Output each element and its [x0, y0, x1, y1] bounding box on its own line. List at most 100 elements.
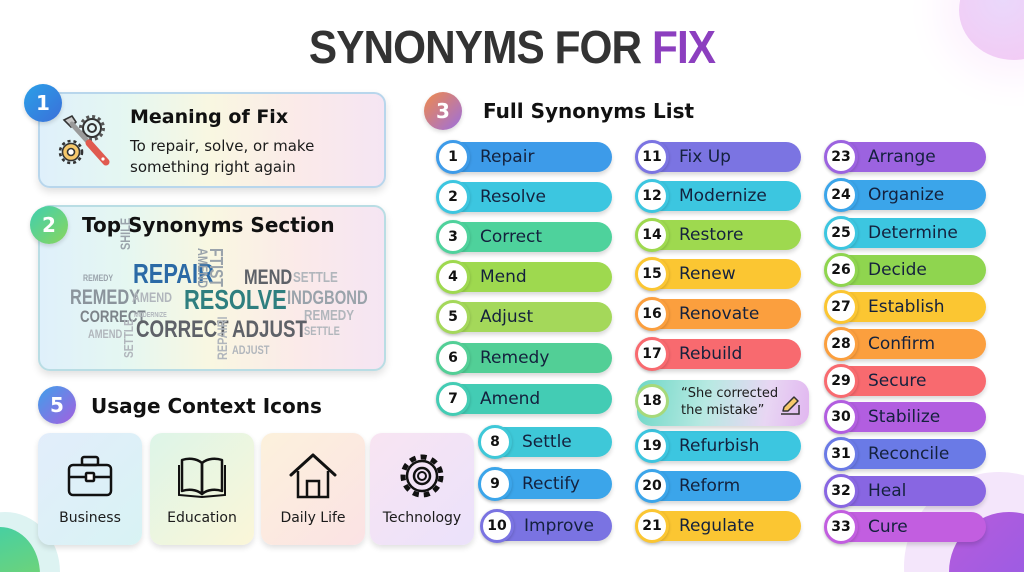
item-number: 28 — [824, 327, 858, 361]
title-accent: FIX — [652, 21, 716, 73]
context-card-technology[interactable]: Technology — [370, 433, 474, 545]
item-number: 21 — [635, 509, 669, 543]
synonym-word: Reconcile — [868, 444, 950, 464]
decorative-circle-bottom-left — [0, 527, 40, 572]
section-5-badge: 5 — [38, 386, 76, 424]
wrench-gears-icon — [58, 114, 110, 166]
item-number: 14 — [635, 218, 669, 252]
synonym-item[interactable]: 32 Heal — [824, 474, 986, 508]
synonym-item[interactable]: 11 Fix Up — [635, 140, 801, 174]
synonym-word: Reform — [679, 476, 741, 496]
meaning-card: Meaning of Fix To repair, solve, or make… — [38, 92, 386, 188]
context-label: Daily Life — [280, 510, 346, 526]
synonym-word: Modernize — [679, 186, 767, 206]
page-title: SYNONYMS FOR FIX — [41, 20, 983, 74]
item-number: 27 — [824, 290, 858, 324]
word-cloud-word: REPAIR — [133, 258, 214, 289]
item-number: 12 — [635, 179, 669, 213]
example-sentence: “She corrected the mistake” — [681, 386, 779, 418]
section-1-badge: 1 — [24, 84, 62, 122]
top-synonyms-card — [38, 205, 386, 371]
synonym-word: Refurbish — [679, 436, 760, 456]
synonym-item[interactable]: 29 Secure — [824, 364, 986, 398]
context-card-daily-life[interactable]: Daily Life — [261, 433, 365, 545]
synonym-word: Organize — [868, 185, 945, 205]
item-number: 30 — [824, 400, 858, 434]
item-number: 11 — [635, 140, 669, 174]
word-cloud-word: REMEDY — [83, 273, 114, 283]
word-cloud-word: REPAIRI — [214, 316, 230, 360]
synonym-word: Stabilize — [868, 407, 941, 427]
synonym-item[interactable]: 19 Refurbish — [635, 429, 801, 463]
item-number: 29 — [824, 364, 858, 398]
synonym-word: Restore — [679, 225, 744, 245]
house-icon — [289, 453, 337, 499]
item-number: 10 — [480, 509, 514, 543]
synonym-item[interactable]: 20 Reform — [635, 469, 801, 503]
title-prefix: SYNONYMS FOR — [308, 21, 653, 73]
synonym-word: Heal — [868, 481, 907, 501]
item-number: 15 — [635, 257, 669, 291]
context-label: Education — [167, 510, 237, 526]
word-cloud-word: MODERNIZE — [134, 312, 167, 319]
synonym-word: Improve — [524, 516, 594, 536]
synonym-word: Rebuild — [679, 344, 743, 364]
synonym-word: Cure — [868, 517, 908, 537]
meaning-heading: Meaning of Fix — [130, 106, 289, 128]
word-cloud-word: SETTLE — [121, 319, 136, 358]
synonym-word: Decide — [868, 260, 927, 280]
synonym-item[interactable]: 30 Stabilize — [824, 400, 986, 434]
item-number: 18 — [635, 384, 669, 418]
synonym-item[interactable]: 14 Restore — [635, 218, 801, 252]
synonym-word: Renew — [679, 264, 736, 284]
word-cloud-word: ADJUST — [232, 316, 307, 343]
synonym-word: Secure — [868, 371, 927, 391]
synonym-word: Determine — [868, 223, 958, 243]
item-number: 19 — [635, 429, 669, 463]
word-cloud-word: AMEND — [132, 289, 173, 305]
synonym-item[interactable]: 15 Renew — [635, 257, 801, 291]
word-cloud-word: CORRECT — [136, 316, 229, 343]
context-card-business[interactable]: Business — [38, 433, 142, 545]
synonym-item[interactable]: 2 Resolve — [436, 180, 612, 214]
item-number: 2 — [436, 180, 470, 214]
synonym-word: Fix Up — [679, 147, 731, 167]
briefcase-icon — [67, 455, 113, 497]
item-number: 20 — [635, 469, 669, 503]
synonym-item[interactable]: 10 Improve — [480, 509, 612, 543]
section-2-badge: 2 — [30, 206, 68, 244]
word-cloud-word: CORRECT — [80, 307, 146, 326]
word-cloud-word: REMEDY — [304, 307, 355, 324]
word-cloud-word: AMEND — [88, 327, 123, 341]
word-cloud-word: FTIST — [206, 248, 226, 287]
item-number: 8 — [478, 425, 512, 459]
synonym-item[interactable]: 12 Modernize — [635, 179, 801, 213]
top-synonyms-heading: Top Synonyms Section — [82, 213, 335, 237]
synonym-word: Resolve — [480, 187, 547, 207]
word-cloud-word: SETTLE — [293, 269, 338, 286]
item-number: 9 — [478, 467, 512, 501]
example-sentence-item[interactable]: 18 “She corrected the mistake” — [635, 380, 809, 426]
item-number: 32 — [824, 474, 858, 508]
context-card-education[interactable]: Education — [150, 433, 254, 545]
word-cloud-word: REMEDY — [70, 286, 141, 309]
